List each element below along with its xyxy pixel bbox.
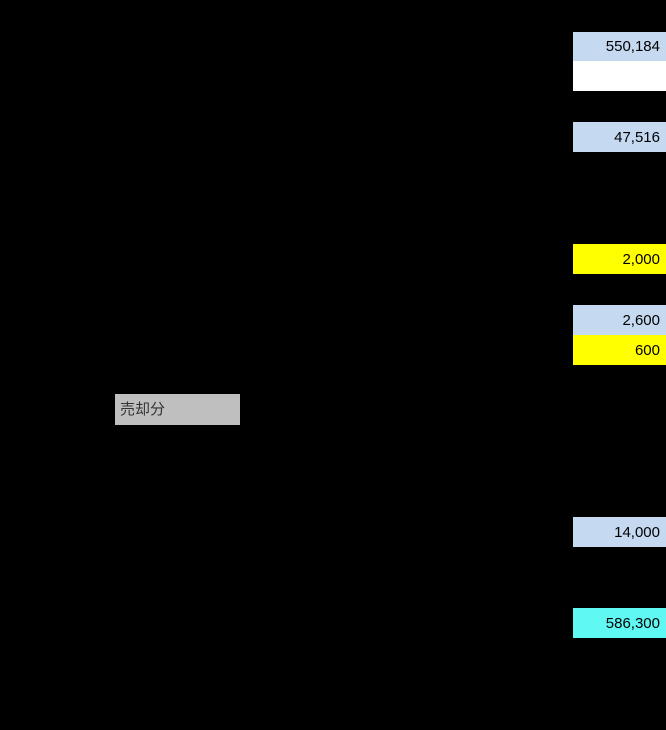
cell-2000[interactable]: 2,000 bbox=[573, 244, 666, 274]
cell-550184[interactable]: 550,184 bbox=[573, 32, 666, 61]
cell-2600[interactable]: 2,600 bbox=[573, 305, 666, 335]
cell-47516[interactable]: 47,516 bbox=[573, 122, 666, 152]
cell-600[interactable]: 600 bbox=[573, 335, 666, 365]
cell-blank-white[interactable] bbox=[573, 61, 666, 91]
label-sold-portion[interactable]: 売却分 bbox=[115, 394, 240, 425]
cell-586300[interactable]: 586,300 bbox=[573, 608, 666, 638]
cell-14000[interactable]: 14,000 bbox=[573, 517, 666, 547]
